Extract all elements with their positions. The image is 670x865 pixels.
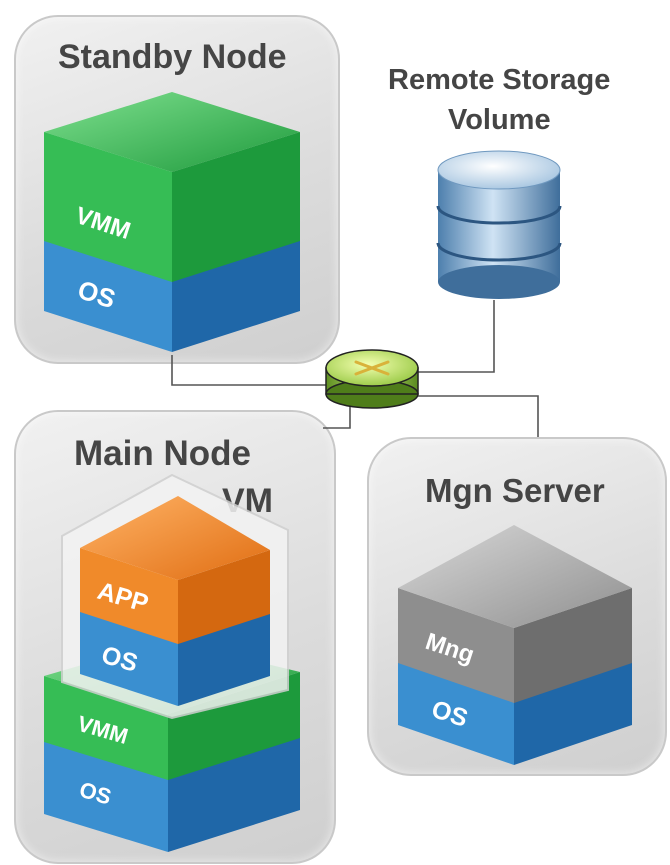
wire-switch-to-main-node xyxy=(323,402,351,429)
router-icon xyxy=(325,349,419,409)
standby-vmm-layer xyxy=(44,92,300,282)
mgn-os-layer xyxy=(398,648,632,765)
remote-storage-title-line2: Volume xyxy=(448,104,551,136)
wire-switch-to-mgn-server xyxy=(416,395,539,437)
main-node-title: Main Node xyxy=(74,434,251,473)
wire-standby-to-switch xyxy=(171,355,330,386)
database-icon xyxy=(436,150,562,299)
mgn-server-title: Mgn Server xyxy=(425,472,605,509)
vm-app-layer xyxy=(80,496,270,644)
remote-storage-title-line1: Remote Storage xyxy=(388,64,611,96)
wire-storage-to-switch xyxy=(418,300,495,373)
mgn-mng-layer xyxy=(398,525,632,703)
standby-node-title: Standby Node xyxy=(58,38,287,76)
